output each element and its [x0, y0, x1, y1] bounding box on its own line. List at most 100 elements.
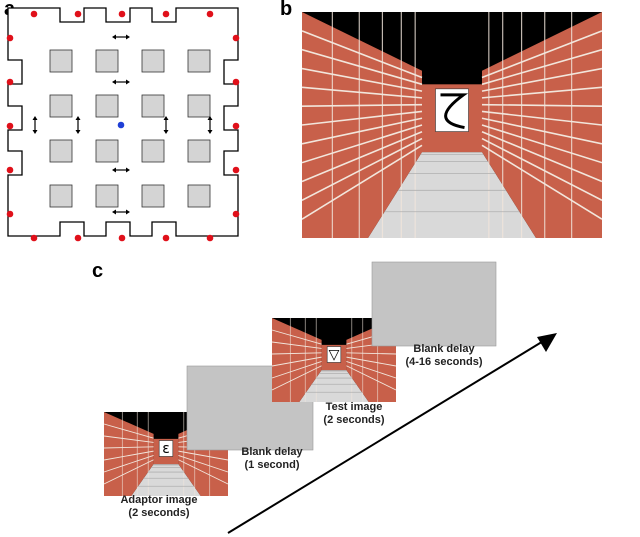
maze-pillar: [95, 49, 119, 73]
mortar-line: [271, 352, 322, 355]
mortar-line: [302, 144, 423, 220]
maze-pillar: [187, 94, 211, 118]
corridor-frame: ▽: [271, 318, 397, 402]
caption-adaptor-line2: (2 seconds): [128, 507, 190, 519]
double-arrow-icon: [112, 34, 130, 40]
mortar-line: [103, 423, 154, 439]
caption-adaptor: Adaptor image (2 seconds): [113, 494, 205, 520]
maze-pillar: [141, 184, 165, 208]
mortar-line: [481, 131, 602, 183]
mortar-line: [302, 48, 423, 86]
mortar-line: [481, 110, 602, 126]
caption-adaptor-line1: Adaptor image: [120, 494, 198, 506]
mortar-line: [481, 103, 602, 107]
goal-dot: [74, 10, 82, 18]
goal-dot: [162, 10, 170, 18]
mortar-line: [271, 341, 322, 349]
caption-blank-2: Blank delay (4-16 seconds): [398, 343, 490, 369]
corridor-view: [302, 12, 602, 238]
goal-dot: [232, 34, 240, 42]
maze-pillar: [49, 94, 73, 118]
caption-test-line2: (2 seconds): [323, 414, 385, 426]
mortar-line: [346, 361, 397, 379]
mortar-line: [302, 103, 423, 107]
mortar-line: [178, 450, 229, 461]
mortar-line: [481, 144, 602, 220]
double-arrow-icon: [75, 116, 81, 134]
maze-pillar: [187, 184, 211, 208]
goal-dot: [206, 10, 214, 18]
mortar-line: [481, 30, 602, 79]
maze-map: [6, 7, 240, 242]
maze-pillar: [49, 139, 73, 163]
blank-screen: [371, 261, 497, 347]
goal-dot: [118, 234, 126, 242]
mortar-line: [346, 356, 397, 367]
maze-pillar: [141, 94, 165, 118]
caption-test-line1: Test image: [325, 401, 383, 413]
mortar-line: [302, 110, 423, 126]
double-arrow-icon: [163, 116, 169, 134]
panel-label-c: c: [92, 260, 104, 282]
caption-blank-1: Blank delay (1 second): [232, 446, 312, 472]
maze-pillar: [187, 49, 211, 73]
maze-pillar: [141, 139, 165, 163]
mortar-line: [103, 446, 154, 449]
maze-pillar: [95, 94, 119, 118]
blank-frame: [371, 261, 497, 347]
goal-dot: [232, 78, 240, 86]
mortar-line: [103, 455, 154, 473]
maze-pillar: [95, 184, 119, 208]
mortar-line: [103, 459, 154, 485]
goal-dot: [118, 10, 126, 18]
goal-dot: [30, 10, 38, 18]
maze-pillar: [187, 139, 211, 163]
goal-dot: [6, 34, 14, 42]
mortar-line: [481, 48, 602, 86]
caption-blank-1-line1: Blank delay: [241, 446, 303, 458]
mortar-line: [302, 67, 423, 92]
mortar-line: [481, 67, 602, 92]
double-arrow-icon: [112, 79, 130, 85]
goal-dot: [6, 78, 14, 86]
mortar-line: [271, 356, 322, 367]
double-arrow-icon: [112, 209, 130, 215]
mortar-line: [271, 365, 322, 391]
double-arrow-icon: [112, 167, 130, 173]
start-dot: [117, 121, 125, 129]
mortar-line: [302, 30, 423, 79]
goal-dot: [232, 122, 240, 130]
mortar-line: [346, 352, 397, 355]
goal-dot: [162, 234, 170, 242]
goal-dot: [30, 234, 38, 242]
caption-blank-1-line2: (1 second): [244, 459, 300, 471]
left-wall: [272, 318, 322, 402]
mortar-line: [302, 137, 423, 202]
maze-pillar: [49, 49, 73, 73]
goal-dot: [206, 234, 214, 242]
mortar-line: [302, 86, 423, 99]
maze-pillar: [95, 139, 119, 163]
double-arrow-icon: [207, 116, 213, 134]
mortar-line: [481, 124, 602, 164]
maze-pillar: [141, 49, 165, 73]
caption-blank-2-line2: (4-16 seconds): [405, 356, 483, 368]
mortar-line: [103, 435, 154, 443]
mortar-line: [481, 117, 602, 145]
goal-dot: [74, 234, 82, 242]
double-arrow-icon: [32, 116, 38, 134]
mortar-line: [302, 117, 423, 145]
mortar-line: [271, 329, 322, 345]
mortar-line: [271, 361, 322, 379]
time-arrow-icon: [227, 333, 557, 534]
landmark-glyph: [440, 93, 469, 130]
landmark-sign: [158, 440, 174, 457]
mortar-line: [346, 365, 397, 391]
goal-dot: [232, 210, 240, 218]
landmark-symbol: ε: [162, 441, 170, 457]
mortar-line: [302, 124, 423, 164]
landmark-symbol: ▽: [329, 347, 340, 363]
maze-pillar: [49, 184, 73, 208]
mortar-line: [178, 459, 229, 485]
